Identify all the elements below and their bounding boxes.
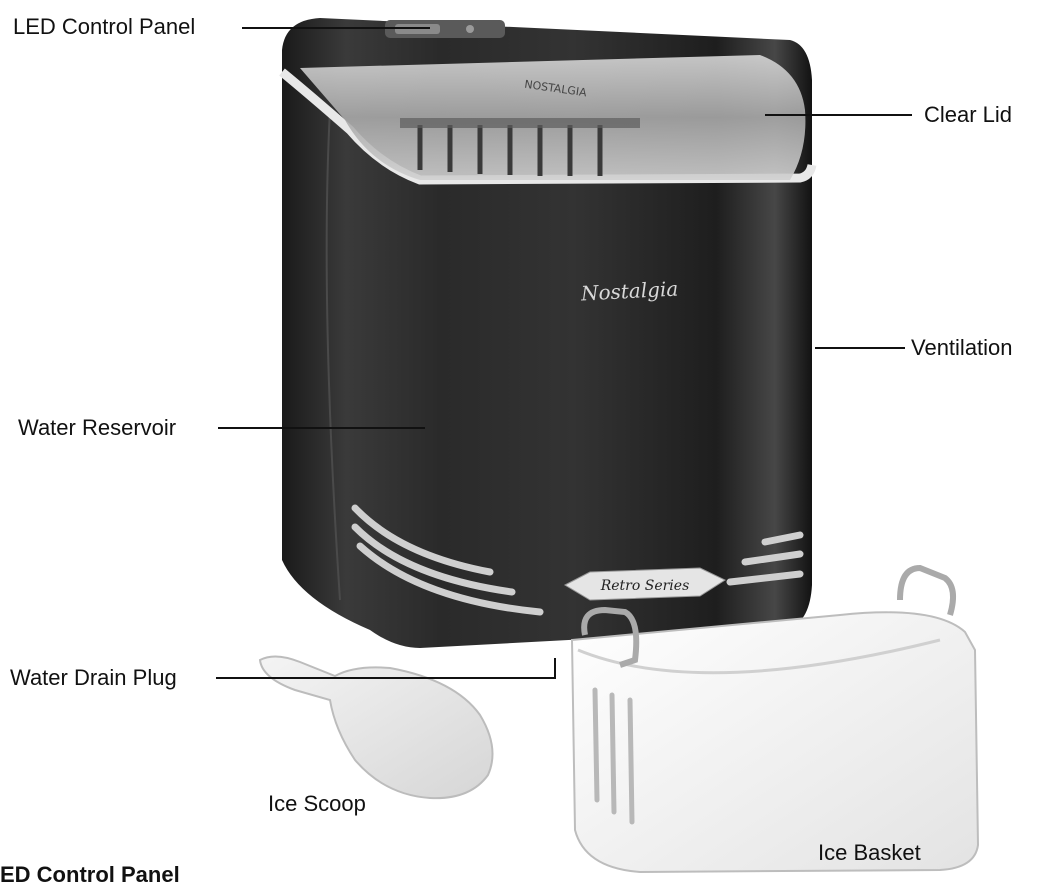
side-panel-edge [325, 109, 341, 601]
leader-lines [216, 27, 912, 679]
ice-basket [570, 564, 980, 874]
brand-script: Nostalgia [579, 276, 678, 305]
clear-lid: NOSTALGIA [300, 55, 806, 180]
chrome-stripes-right [726, 531, 804, 586]
basket-slots [592, 687, 635, 825]
label-led-control-panel: LED Control Panel [13, 14, 196, 39]
chrome-stripes-left [351, 504, 544, 616]
label-water-reservoir: Water Reservoir [18, 415, 177, 440]
basket-handle-left [581, 606, 640, 668]
leader-water-drain-plug [216, 658, 556, 679]
label-ice-scoop: Ice Scoop [268, 791, 366, 816]
label-water-drain-plug: Water Drain Plug [10, 665, 177, 690]
label-ice-basket: Ice Basket [818, 840, 921, 865]
section-heading: ED Control Panel [0, 862, 180, 887]
label-ventilation: Ventilation [911, 335, 1013, 360]
basket-handle-right [897, 564, 957, 616]
ice-scoop [258, 655, 494, 800]
retro-series-badge: Retro Series [563, 567, 727, 601]
label-clear-lid: Clear Lid [924, 102, 1013, 127]
ice-tray [417, 125, 603, 176]
badge-text: Retro Series [600, 578, 690, 594]
